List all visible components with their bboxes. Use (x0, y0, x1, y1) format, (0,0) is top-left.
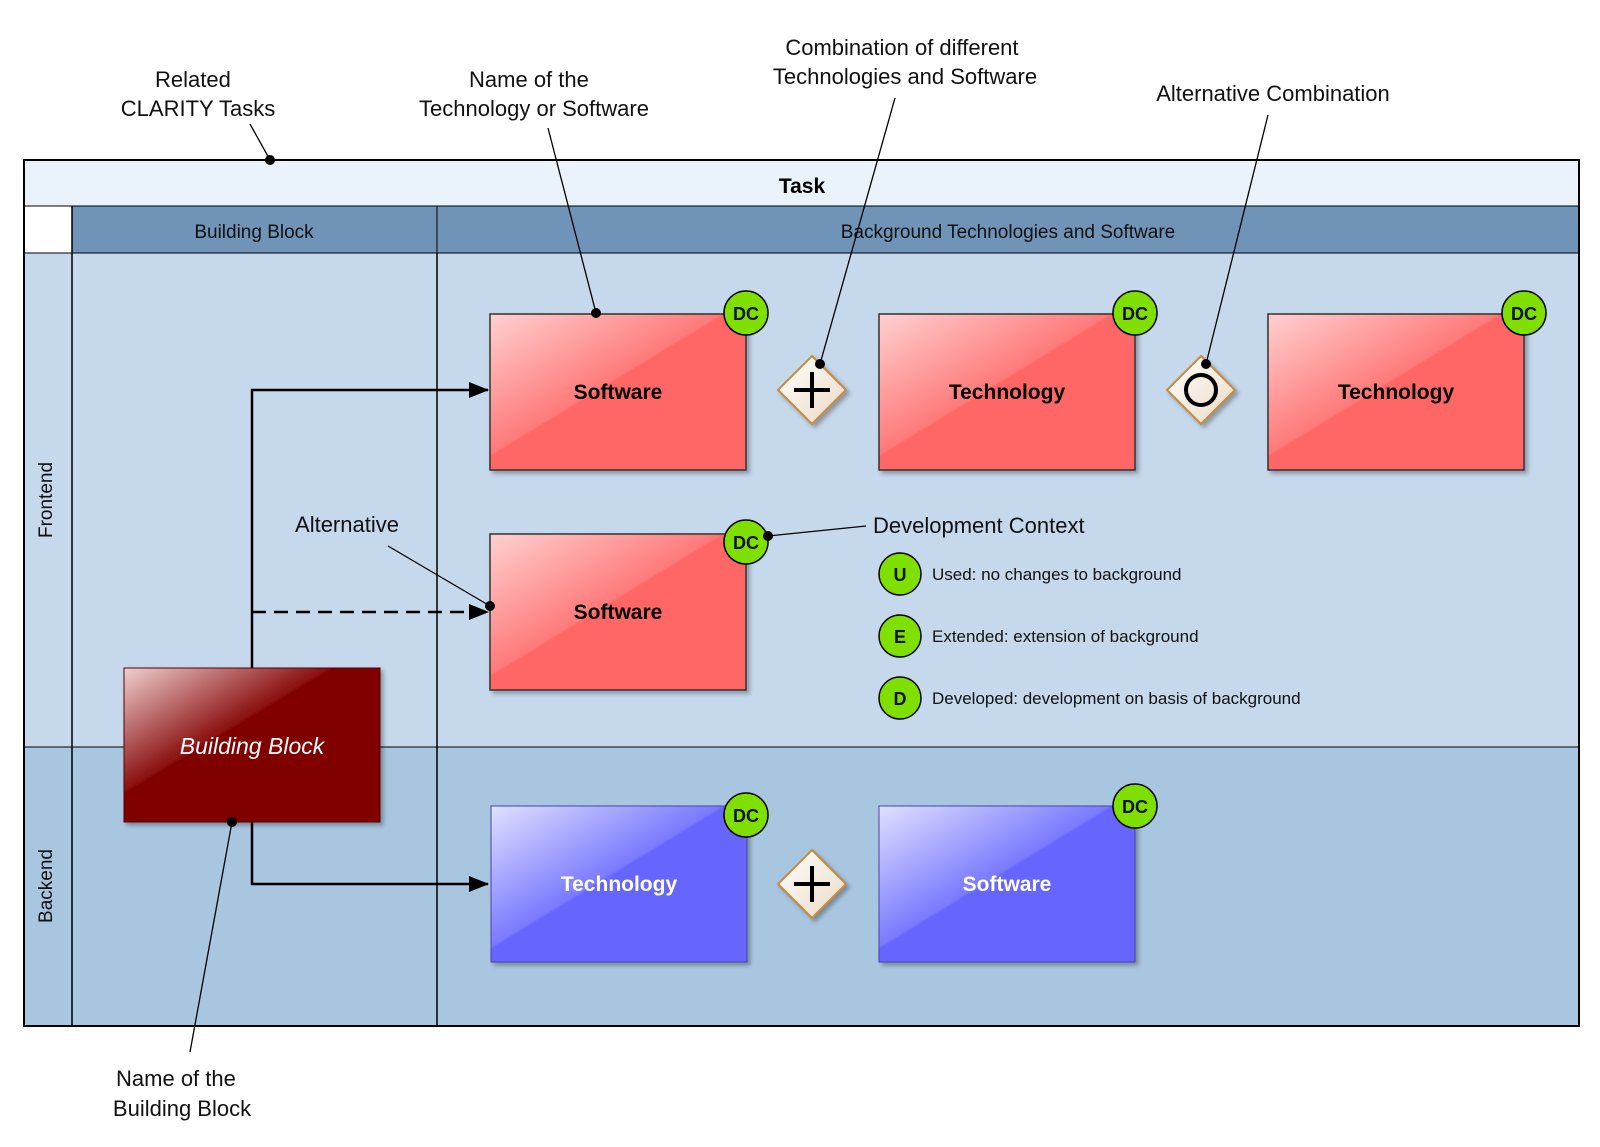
svg-text:DC: DC (1122, 797, 1148, 817)
plus-icon (794, 866, 830, 902)
node-fe-tech-2[interactable]: Technology (1267, 313, 1525, 471)
annotation-related-tasks: Related CLARITY Tasks (121, 67, 275, 121)
legend-used-text: Used: no changes to background (932, 565, 1182, 584)
node-be-software[interactable]: Software (878, 805, 1136, 963)
legend-used: U Used: no changes to background (878, 552, 1182, 596)
annotation-name-building-block: Name of the Building Block (113, 1066, 252, 1121)
node-fe-software-1[interactable]: Software (489, 313, 747, 471)
building-block-label: Building Block (180, 733, 326, 759)
annotation-alternative: Alternative (295, 512, 399, 537)
node-fe-software-alt[interactable]: Software (489, 533, 747, 691)
annotation-development-context: Development Context (873, 513, 1085, 538)
legend-developed-text: Developed: development on basis of backg… (932, 689, 1301, 708)
annotation-combination: Combination of different Technologies an… (773, 35, 1037, 89)
node-be-technology-label: Technology (561, 873, 678, 896)
building-block-node[interactable]: Building Block (123, 667, 381, 823)
lane-frontend-label: Frontend (36, 462, 57, 538)
lane-frontend-label-cell (23, 252, 73, 748)
header-building-block-label: Building Block (194, 222, 314, 243)
node-be-technology[interactable]: Technology (490, 805, 748, 963)
annotation-name-technology: Name of the Technology or Software (419, 67, 649, 121)
title-bar (23, 159, 1580, 207)
svg-text:DC: DC (1122, 304, 1148, 324)
legend-extended: E Extended: extension of background (878, 614, 1199, 658)
svg-text:DC: DC (733, 304, 759, 324)
svg-text:DC: DC (1511, 304, 1537, 324)
annotation-alternative-combination: Alternative Combination (1156, 81, 1390, 106)
parallel-gateway-backend[interactable] (776, 848, 848, 920)
node-be-software-label: Software (963, 873, 1052, 896)
pool-title: Task (779, 175, 826, 198)
svg-text:E: E (894, 627, 906, 647)
svg-text:DC: DC (733, 533, 759, 553)
flow-to-backend-technology (250, 822, 489, 892)
dc-badge: DC (1112, 783, 1158, 829)
legend-extended-text: Extended: extension of background (932, 627, 1199, 646)
node-fe-software-alt-label: Software (574, 601, 663, 624)
lane-backend-label-cell (23, 746, 73, 1027)
node-fe-tech-1[interactable]: Technology (878, 313, 1136, 471)
header-background-label: Background Technologies and Software (841, 222, 1176, 243)
node-fe-software-1-label: Software (574, 381, 663, 404)
dc-badge: DC (1112, 290, 1158, 336)
dc-badge: DC (723, 290, 769, 336)
svg-text:D: D (894, 689, 907, 709)
dc-badge: DC (1501, 290, 1547, 336)
annotation-anchors (227, 155, 1211, 827)
node-fe-tech-1-label: Technology (949, 381, 1066, 404)
flow-to-frontend-software (250, 382, 489, 668)
plus-icon (794, 372, 830, 408)
legend-developed: D Developed: development on basis of bac… (878, 676, 1301, 720)
svg-text:DC: DC (733, 806, 759, 826)
svg-text:U: U (894, 565, 907, 585)
node-fe-tech-2-label: Technology (1338, 381, 1455, 404)
circle-icon (1184, 373, 1218, 407)
annotation-leaders (189, 97, 1269, 1053)
flows (250, 382, 489, 892)
inclusive-gateway-frontend[interactable] (1165, 354, 1237, 426)
dc-badge: DC (723, 519, 769, 565)
parallel-gateway-frontend[interactable] (776, 354, 848, 426)
lane-backend-label: Backend (36, 849, 57, 923)
dc-badge: DC (723, 792, 769, 838)
